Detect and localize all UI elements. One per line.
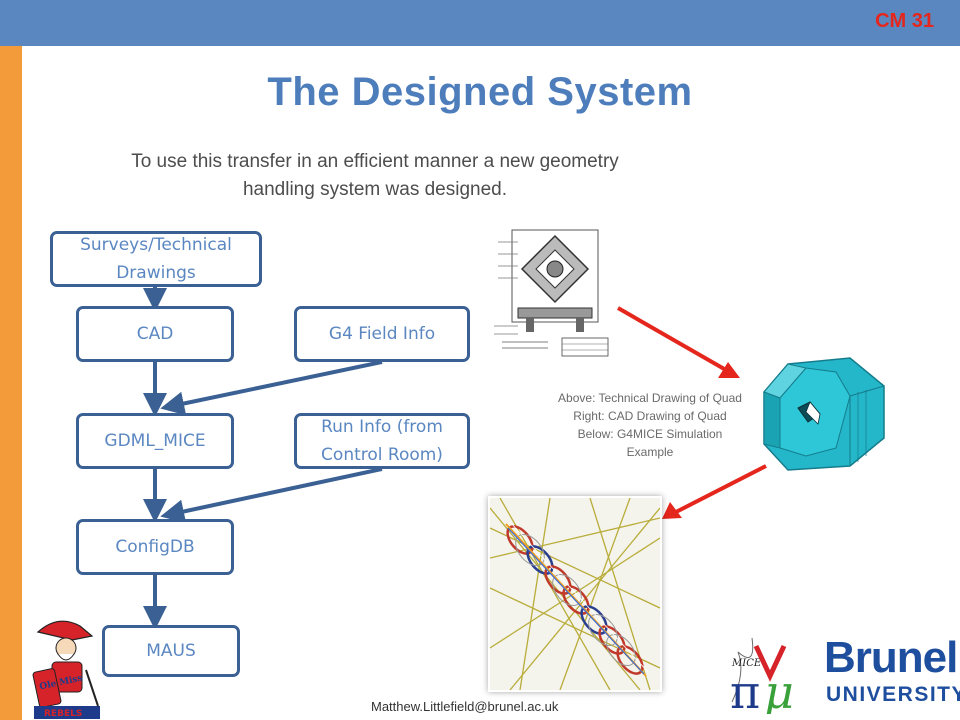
- slide-title: The Designed System: [267, 70, 693, 114]
- image-caption: Above: Technical Drawing of Quad Right: …: [558, 389, 742, 461]
- cad-drawing-image: [763, 357, 885, 471]
- g4-field-box: G4 Field Info: [294, 306, 470, 362]
- svg-text:μ: μ: [764, 665, 794, 714]
- simulation-image: [488, 496, 662, 692]
- caption-line-2: Right: CAD Drawing of Quad: [573, 409, 727, 423]
- configdb-box: ConfigDB: [76, 519, 234, 575]
- mice-logo: MICE π μ: [730, 637, 794, 714]
- red-arrow-drawing-to-cad: [617, 306, 727, 372]
- mice-logo-text: MICE: [731, 658, 762, 669]
- slide-subtitle: To use this transfer in an efficient man…: [131, 151, 619, 200]
- surveys-box: Surveys/Technical Drawings: [50, 231, 262, 287]
- brunel-logo-university: UNIVERSITY: [826, 683, 960, 706]
- mascot-text-bottom: REBELS: [44, 709, 82, 719]
- red-arrow-cad-to-sim: [675, 464, 767, 514]
- run-info-box: Run Info (from Control Room): [294, 413, 470, 469]
- maus-box: MAUS: [102, 625, 240, 677]
- red-arrowhead-1: [718, 362, 740, 378]
- cad-box: CAD: [76, 306, 234, 362]
- arrow-g4-to-gdml: [160, 360, 383, 416]
- brunel-logo-word: Brunel: [824, 633, 958, 682]
- technical-drawing-image: [488, 222, 614, 362]
- footer-email: Matthew.Littlefield@brunel.ac.uk: [371, 699, 559, 714]
- ole-miss-rebels-logo: Ole Miss REBELS: [32, 620, 100, 719]
- top-bar: [0, 0, 960, 46]
- svg-text:π: π: [730, 665, 760, 714]
- caption-line-3: Below: G4MICE Simulation Example: [577, 427, 723, 459]
- left-accent-bar: [0, 46, 22, 720]
- conference-tag: CM 31: [875, 10, 934, 32]
- gdml-box: GDML_MICE: [76, 413, 234, 469]
- red-arrowhead-2: [662, 502, 682, 519]
- caption-line-1: Above: Technical Drawing of Quad: [558, 391, 742, 405]
- arrow-runinfo-to-configdb: [160, 467, 383, 524]
